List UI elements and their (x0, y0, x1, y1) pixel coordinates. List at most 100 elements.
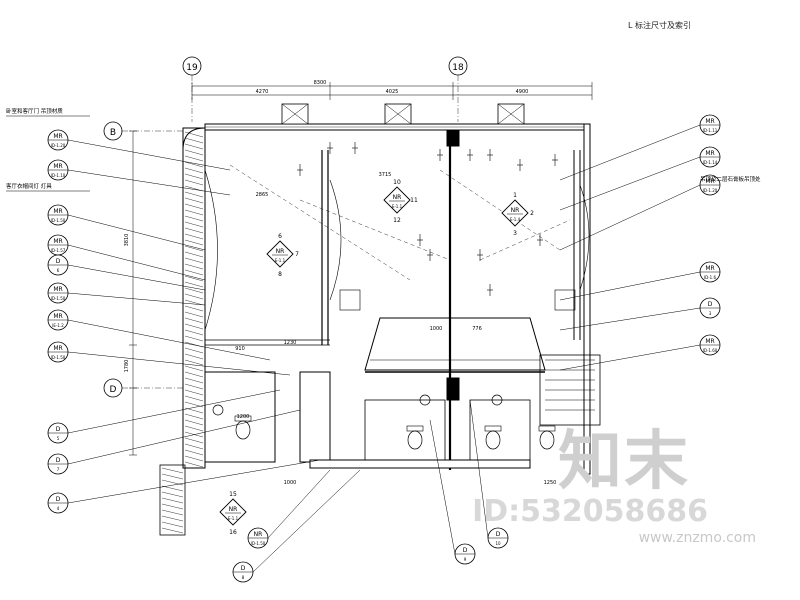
wall-hatch (184, 389, 204, 396)
callout-bottom: 8 (242, 575, 245, 580)
note-left: 客厅衣帽间灯 灯具 (6, 182, 52, 190)
tag-top: 6 (278, 233, 282, 240)
shower-left (299, 371, 331, 463)
toilet-icon (235, 420, 251, 440)
wall-hatch (184, 299, 204, 306)
tag-sub: E-1.4 (510, 217, 521, 222)
wardrobe-curve (329, 179, 342, 301)
tag-mid: NR (276, 248, 285, 255)
callout-top: MR (705, 118, 714, 125)
wall-hatch (184, 227, 204, 234)
toilet-icon (485, 430, 501, 450)
wardrobe-curve (579, 184, 590, 291)
wall-hatch (184, 419, 204, 426)
leader-line (252, 469, 361, 573)
wall-hatch (184, 329, 204, 336)
callout-top: MR (705, 338, 714, 345)
wall-corner (182, 127, 206, 151)
dim-text: 1000 (430, 326, 443, 332)
callout-top: D (241, 565, 246, 572)
wall-hatch (184, 449, 204, 456)
wall-hatch (184, 281, 204, 288)
wall-hatch (184, 395, 204, 402)
dim-text: 2865 (256, 192, 269, 198)
tag-top: 1 (513, 192, 517, 199)
leader-line (429, 419, 456, 555)
wall-hatch (184, 233, 204, 240)
dim-text: 4025 (386, 89, 399, 95)
callout-bottom: ID-1.10 (51, 173, 66, 178)
callout-bottom: ID-1.11 (703, 128, 718, 133)
elevation-tag (383, 186, 411, 214)
wall-hatch (184, 287, 204, 294)
grid-label: 19 (186, 63, 198, 73)
callout-top: D (708, 301, 713, 308)
wall-hatch (184, 443, 204, 450)
dim-text: 4900 (516, 89, 529, 95)
callout-top: MR (53, 163, 62, 170)
wall-hatch (184, 323, 204, 330)
callout-bottom: 4 (57, 506, 60, 511)
wall-hatch (161, 527, 184, 534)
callout-bottom: 5 (57, 436, 60, 441)
callout-top: MR (53, 345, 62, 352)
callout-bottom: 6 (57, 268, 60, 273)
callout-bottom: ID-1.57 (51, 248, 66, 253)
wall-hatch (184, 437, 204, 444)
tag-bottom: 8 (278, 271, 282, 278)
wall-hatch (161, 485, 184, 492)
callout-top: MR (53, 313, 62, 320)
callout-bottom: ID-1.50 (51, 296, 66, 301)
dim-text: 910 (235, 346, 245, 352)
wall-hatch (184, 311, 204, 318)
exterior-wall-left (182, 127, 206, 469)
leader-line (559, 124, 701, 181)
leader-line (559, 271, 701, 301)
wall-hatch (184, 383, 204, 390)
tag-right: 11 (410, 197, 418, 204)
note-right: 吊顶及二层石膏板吊顶处 (700, 175, 761, 183)
leader-line (559, 156, 701, 211)
wall-hatch (184, 161, 204, 168)
wall-hatch (184, 347, 204, 354)
dim-text: 3810 (124, 234, 130, 247)
dim-text: 1250 (544, 480, 557, 486)
elevation-tag (501, 199, 529, 227)
callout-top: MR (53, 208, 62, 215)
tag-bottom: 3 (513, 230, 517, 237)
callout-top: D (496, 531, 501, 538)
ceiling-line (439, 169, 561, 251)
column-mid (446, 377, 460, 401)
callout-top: MR (53, 238, 62, 245)
basin-icon (212, 404, 224, 416)
wall-hatch (184, 257, 204, 264)
wall-hatch (184, 359, 204, 366)
wall-hatch (161, 491, 184, 498)
wall-hatch (184, 365, 204, 372)
callout-bottom: 10 (495, 541, 501, 546)
callout-bottom: 3 (709, 311, 712, 316)
dim-text: 1200 (237, 414, 250, 420)
wall-hatch (161, 521, 184, 528)
wall-hatch (161, 473, 184, 480)
leader-line (67, 409, 301, 465)
callout-top: MR (53, 286, 62, 293)
note-left: 卧室和客厅门 吊顶材质 (6, 107, 63, 115)
column-top (446, 129, 460, 147)
wall-hatch (184, 335, 204, 342)
leader-line (67, 292, 206, 306)
leader-line (67, 169, 231, 196)
wall-hatch (184, 167, 204, 174)
callout-top: D (56, 258, 61, 265)
tag-bottom: 12 (393, 217, 401, 224)
leader-line (67, 351, 291, 376)
wall-hatch (184, 293, 204, 300)
toilet-tank (406, 425, 424, 432)
wall-hatch (184, 215, 204, 222)
wall-hatch (184, 353, 204, 360)
wall-hatch (184, 275, 204, 282)
dim-text: 1230 (284, 340, 297, 346)
bottom-wall (309, 459, 531, 469)
grid-label: 18 (452, 63, 464, 73)
